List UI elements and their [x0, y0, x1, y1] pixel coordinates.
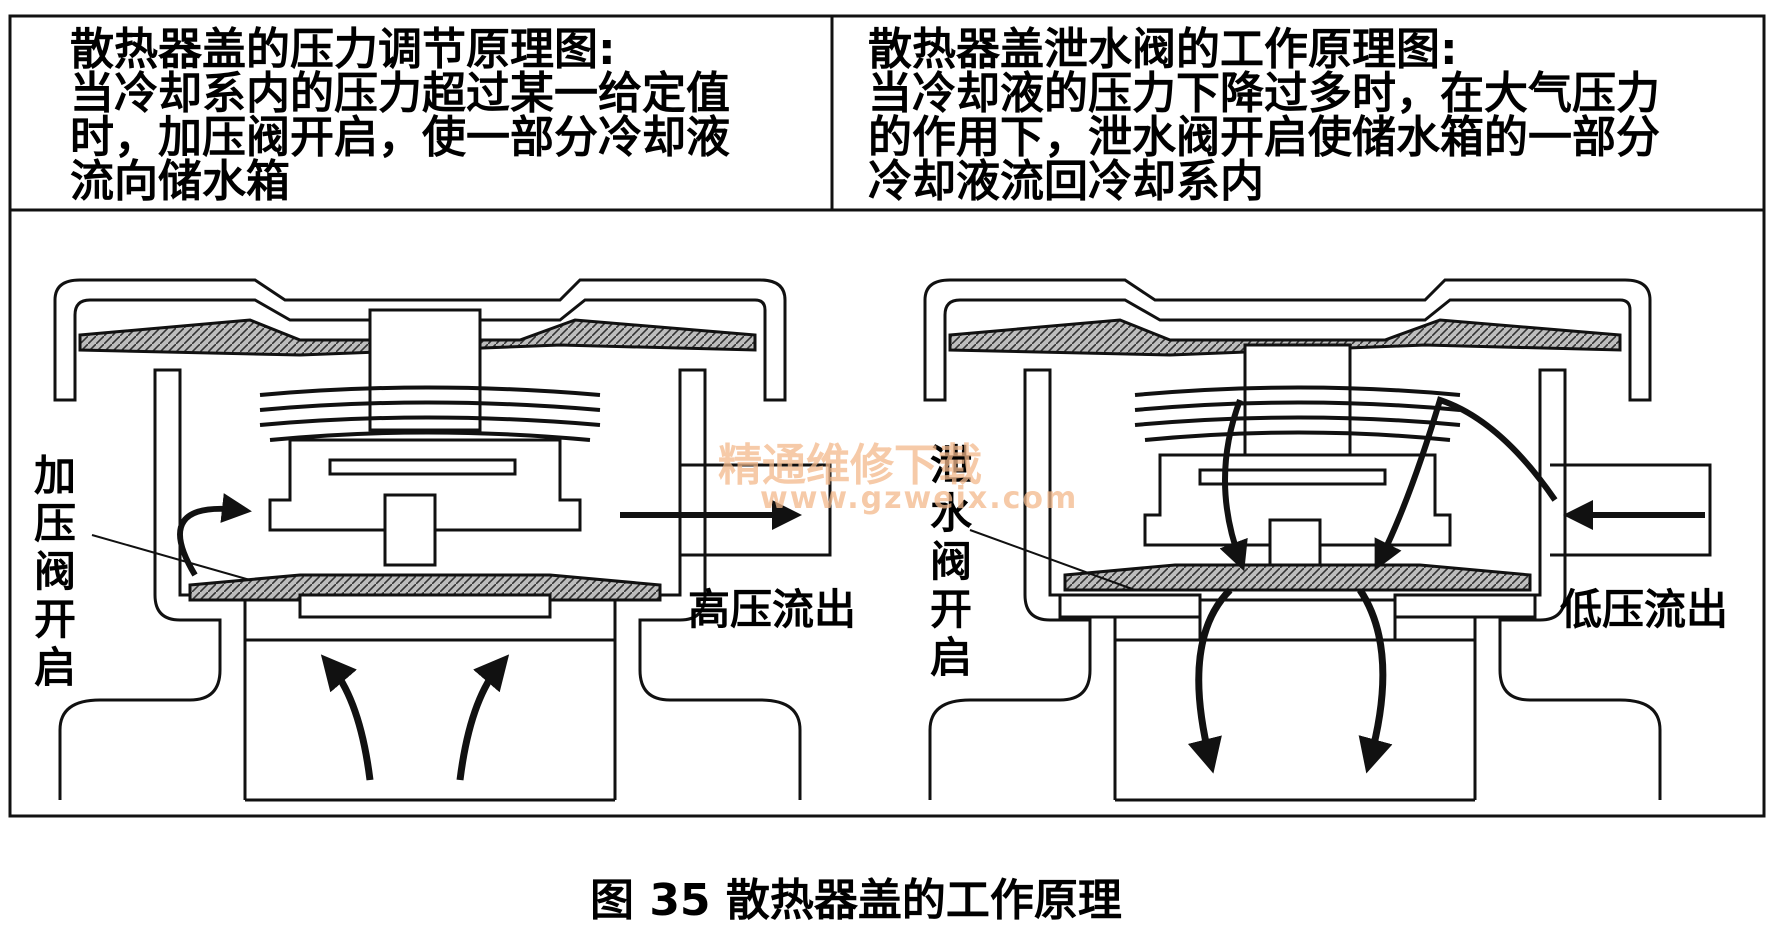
- left-upper-seal: [78, 318, 757, 357]
- left-valve-char-1: 加: [34, 451, 76, 500]
- right-flow-label: 低压流出: [1560, 585, 1728, 634]
- right-flow-arrow-2: [1374, 396, 1558, 571]
- left-overflow-pipe: [680, 463, 832, 557]
- left-line-1: 当冷却系内的压力超过某一给定值: [70, 68, 730, 119]
- right-upper-seal: [948, 318, 1622, 357]
- right-valve-label: 泄 水 阀 开 启: [930, 441, 973, 682]
- right-line-1: 当冷却液的压力下降过多时，在大气压力: [868, 68, 1660, 119]
- right-lower-seal: [1063, 563, 1532, 592]
- right-valve-char-2: 水: [930, 489, 973, 538]
- left-stem: [368, 308, 482, 432]
- left-description: 散热器盖的压力调节原理图: 当冷却系内的压力超过某一给定值 时，加压阀开启，使一…: [70, 24, 730, 207]
- right-cap-shell: [923, 278, 1652, 402]
- right-valve-char-5: 启: [930, 633, 972, 682]
- left-valve-char-4: 开: [34, 595, 76, 644]
- right-flow-arrow-4: [1187, 587, 1233, 774]
- right-line-2: 的作用下，泄水阀开启使储水箱的一部分: [868, 112, 1660, 163]
- right-valve-char-3: 阀: [930, 537, 972, 586]
- right-title: 散热器盖泄水阀的工作原理图:: [868, 24, 1458, 75]
- right-description: 散热器盖泄水阀的工作原理图: 当冷却液的压力下降过多时，在大气压力 的作用下，泄…: [868, 24, 1660, 207]
- left-flow-arrow-1: [320, 654, 374, 781]
- left-valve-char-5: 启: [34, 643, 76, 692]
- right-valve-leader: [969, 529, 1136, 591]
- left-flow-arrow-2: [456, 654, 510, 781]
- right-cap-diagram: [923, 278, 1712, 802]
- left-valve-char-2: 压: [34, 499, 76, 548]
- figure-caption: 图 35 散热器盖的工作原理: [590, 875, 1122, 926]
- left-flow-arrow-3: [177, 493, 252, 577]
- right-valve-char-4: 开: [930, 585, 972, 634]
- right-spring: [1134, 385, 1461, 442]
- left-line-2: 时，加压阀开启，使一部分冷却液: [70, 112, 730, 163]
- left-filler-neck: [58, 368, 247, 800]
- right-flow-arrow-3: [1219, 398, 1248, 572]
- left-line-3: 流向储水箱: [70, 156, 290, 207]
- left-filler-neck-right: [613, 368, 802, 800]
- right-filler-neck: [928, 368, 1117, 800]
- right-overflow-pipe: [1550, 463, 1712, 557]
- outer-frame: [8, 14, 1766, 818]
- left-spring: [259, 385, 601, 442]
- right-line-3: 冷却液流回冷却系内: [868, 156, 1264, 207]
- left-valve-leader: [91, 534, 251, 581]
- left-valve-char-3: 阀: [34, 547, 76, 596]
- left-title: 散热器盖的压力调节原理图:: [70, 24, 616, 75]
- watermark-text: 精通维修下载: [718, 440, 982, 491]
- left-cap-diagram: [53, 278, 832, 802]
- left-flow-label: 高压流出: [688, 585, 856, 634]
- right-filler-neck-right: [1473, 368, 1662, 800]
- right-valve-char-1: 泄: [930, 441, 972, 490]
- right-stem: [1243, 343, 1352, 457]
- left-valve-label: 加 压 阀 开 启: [34, 451, 76, 692]
- left-cap-shell: [53, 278, 787, 402]
- watermark-url: www.gzweix.com: [760, 481, 1078, 516]
- right-flow-arrow-5: [1357, 588, 1393, 774]
